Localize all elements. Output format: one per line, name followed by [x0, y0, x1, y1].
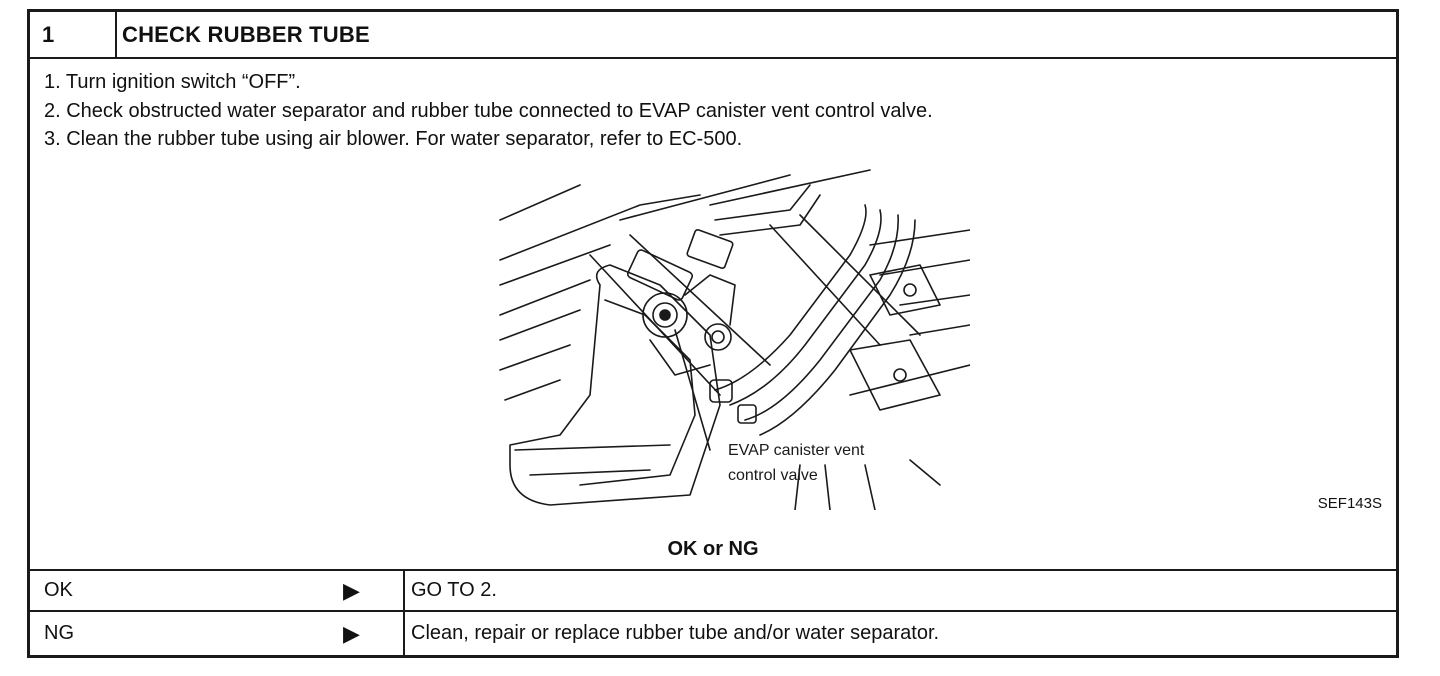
vehicle-body-lines — [499, 169, 970, 401]
vent-control-valve — [626, 229, 736, 376]
result-action: GO TO 2. — [403, 571, 497, 610]
step-header: 1 CHECK RUBBER TUBE — [30, 12, 1396, 59]
canister-housing — [509, 264, 721, 506]
result-label: OK — [44, 579, 73, 601]
result-label: NG — [44, 622, 74, 644]
instruction-step: 3. Clean the rubber tube using air blowe… — [44, 128, 743, 150]
result-row-ng: NG ▶ Clean, repair or replace rubber tub… — [30, 610, 1396, 655]
step-title: CHECK RUBBER TUBE — [122, 22, 370, 47]
procedure-table: 1 CHECK RUBBER TUBE 1. Turn ignition swi… — [27, 9, 1399, 658]
rubber-tubes — [709, 184, 916, 436]
arrow-right-icon: ▶ — [343, 621, 360, 646]
instruction-list: 1. Turn ignition switch “OFF”. 2. Check … — [44, 68, 933, 154]
instruction-step: 1. Turn ignition switch “OFF”. — [44, 71, 301, 93]
ok-ng-heading: OK or NG — [667, 538, 759, 560]
result-row-ok: OK ▶ GO TO 2. — [30, 569, 1396, 610]
arrow-right-icon: ▶ — [343, 578, 360, 603]
mounting-brackets — [849, 264, 941, 411]
callout-label-line2: control valve — [728, 467, 818, 484]
result-action: Clean, repair or replace rubber tube and… — [403, 612, 939, 655]
callout-label-line1: EVAP canister vent — [728, 442, 865, 459]
evap-valve-illustration: EVAP canister vent control valve — [499, 169, 970, 510]
figure-id: SEF143S — [1317, 495, 1382, 512]
callout-leader — [674, 329, 941, 510]
instruction-step: 2. Check obstructed water separator and … — [44, 99, 933, 122]
step-number: 1 — [30, 12, 117, 57]
